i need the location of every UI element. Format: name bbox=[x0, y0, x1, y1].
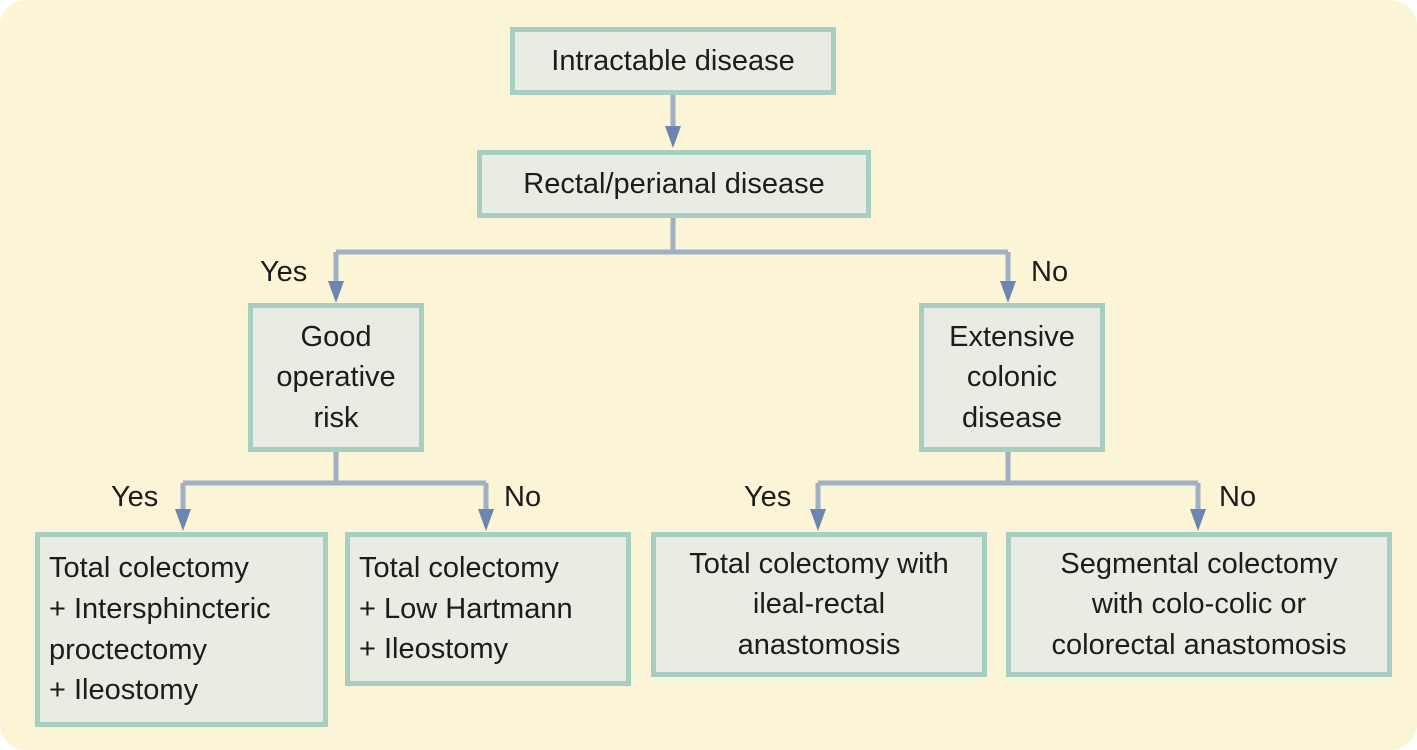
node-text-line: + Ileostomy bbox=[49, 674, 199, 707]
arrowhead-outcome-1 bbox=[175, 509, 191, 531]
node-text-line: Total colectomy bbox=[49, 552, 249, 585]
node-text-line: ileal-rectal bbox=[752, 588, 886, 621]
arrowhead-outcome-2 bbox=[478, 509, 494, 531]
node-text-line: colonic bbox=[966, 361, 1058, 394]
node-text-line: colorectal anastomosis bbox=[1051, 628, 1347, 661]
node-text-line: + Intersphincteric bbox=[49, 592, 271, 625]
node-text-line: Segmental colectomy bbox=[1060, 547, 1338, 580]
node-text-line: Rectal/perianal disease bbox=[523, 167, 825, 200]
node-text-line: + Low Hartmann bbox=[359, 592, 573, 625]
node-extensive-colonic-disease: Extensive colonic disease bbox=[919, 303, 1105, 452]
node-text-line: Intractable disease bbox=[551, 44, 795, 77]
node-text-line: proctectomy bbox=[49, 633, 207, 666]
label-rectal-yes: Yes bbox=[260, 256, 308, 288]
node-outcome-ileal-rectal-anastomosis: Total colectomy with ileal-rectal anastomo… bbox=[651, 532, 987, 677]
label-risk-yes: Yes bbox=[111, 481, 159, 513]
node-outcome-total-colectomy-hartmann: Total colectomy + Low Hartmann + Ileostomy bbox=[345, 532, 631, 686]
arrowhead-outcome-4 bbox=[1190, 509, 1206, 531]
arrowhead-extensive bbox=[1000, 281, 1016, 303]
node-text-line: disease bbox=[962, 401, 1062, 434]
node-text-line: + Ileostomy bbox=[359, 633, 509, 666]
label-extensive-no: No bbox=[1219, 481, 1257, 513]
label-rectal-no: No bbox=[1031, 256, 1069, 288]
label-risk-no: No bbox=[504, 481, 542, 513]
node-text-line: Total colectomy with bbox=[689, 547, 949, 580]
arrowhead-outcome-3 bbox=[810, 509, 826, 531]
connector-risk-branch bbox=[180, 452, 489, 511]
node-text-line: with colo-colic or bbox=[1091, 588, 1307, 621]
node-text-line: operative bbox=[276, 361, 396, 394]
node-text-line: anastomosis bbox=[737, 628, 901, 661]
label-extensive-yes: Yes bbox=[744, 481, 792, 513]
connector-extensive-branch bbox=[815, 452, 1201, 511]
node-text-line: Good bbox=[300, 320, 372, 353]
arrowhead-good-risk bbox=[328, 281, 344, 303]
node-intractable-disease: Intractable disease bbox=[510, 27, 836, 95]
node-text-line: risk bbox=[313, 401, 359, 434]
node-good-operative-risk: Good operative risk bbox=[248, 303, 424, 452]
node-rectal-perianal-disease: Rectal/perianal disease bbox=[477, 150, 871, 218]
node-text-line: Extensive bbox=[949, 320, 1075, 353]
node-outcome-segmental-colectomy: Segmental colectomy with colo-colic or col… bbox=[1006, 532, 1392, 677]
arrowhead-rectal bbox=[665, 126, 681, 148]
connector-rectal-branch bbox=[333, 218, 1011, 283]
node-outcome-total-colectomy-proctectomy: Total colectomy + Intersphincteric proctec… bbox=[35, 532, 328, 727]
node-text-line: Total colectomy bbox=[359, 552, 559, 585]
